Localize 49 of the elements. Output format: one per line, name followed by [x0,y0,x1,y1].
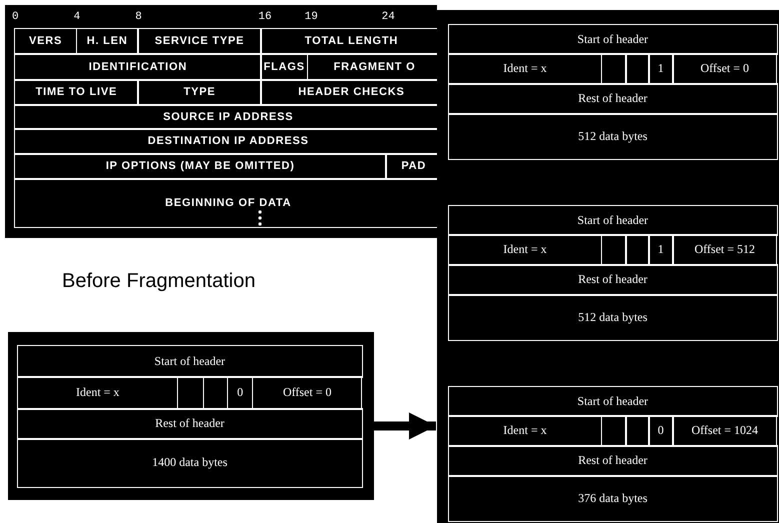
header-field: Start of header [448,386,778,416]
header-field: Start of header [448,24,778,54]
header-field: TOTAL LENGTH [260,28,437,54]
header-field: Ident = x [448,234,602,266]
header-field: 512 data bytes [448,113,778,160]
header-field: Start of header [448,205,778,236]
header-field: 1 [648,53,674,84]
header-field: Offset = 0 [252,376,362,410]
ip-header-diagram [5,5,437,238]
header-field: Offset = 512 [672,234,778,266]
header-field: TIME TO LIVE [14,79,139,106]
header-field: Ident = x [448,53,602,84]
header-field: H. LEN [76,28,139,54]
bit-number: 24 [382,11,395,23]
header-field: BEGINNING OF DATA [14,178,437,228]
header-field: TYPE [137,79,262,106]
header-field: Rest of header [448,83,778,114]
bit-number: 0 [12,11,19,23]
header-field: HEADER CHECKS [260,79,437,106]
caption: Before Fragmentation [62,270,256,293]
header-field: Rest of header [17,408,362,440]
header-field: FRAGMENT O [306,53,437,80]
header-field: SERVICE TYPE [137,28,262,54]
header-field: 1400 data bytes [17,438,362,488]
header-field: 512 data bytes [448,294,778,340]
header-field: Offset = 1024 [672,415,778,446]
bit-number: 8 [135,11,142,23]
header-field: Ident = x [17,376,178,410]
header-field: Ident = x [448,415,602,446]
header-field: Rest of header [448,264,778,296]
header-field: Rest of header [448,445,778,476]
bit-number: 19 [304,11,318,23]
bit-number: 4 [74,11,80,23]
header-field: IP OPTIONS (MAY BE OMITTED) [14,153,386,180]
header-field: VERS [14,28,78,54]
header-field: 1 [648,234,674,266]
header-field: Offset = 0 [672,53,778,84]
header-field: FLAGS [260,53,308,80]
bit-number: 16 [258,11,272,23]
header-field: Start of header [17,345,362,378]
header-field: 0 [648,415,674,446]
header-field: IDENTIFICATION [14,53,262,80]
arrow [374,412,436,440]
header-field: 376 data bytes [448,475,778,522]
header-field: DESTINATION IP ADDRESS [14,128,437,154]
header-field: SOURCE IP ADDRESS [14,104,437,130]
header-field: 0 [226,376,254,410]
packet-diagram [8,332,374,500]
fragments-panel [437,10,779,523]
